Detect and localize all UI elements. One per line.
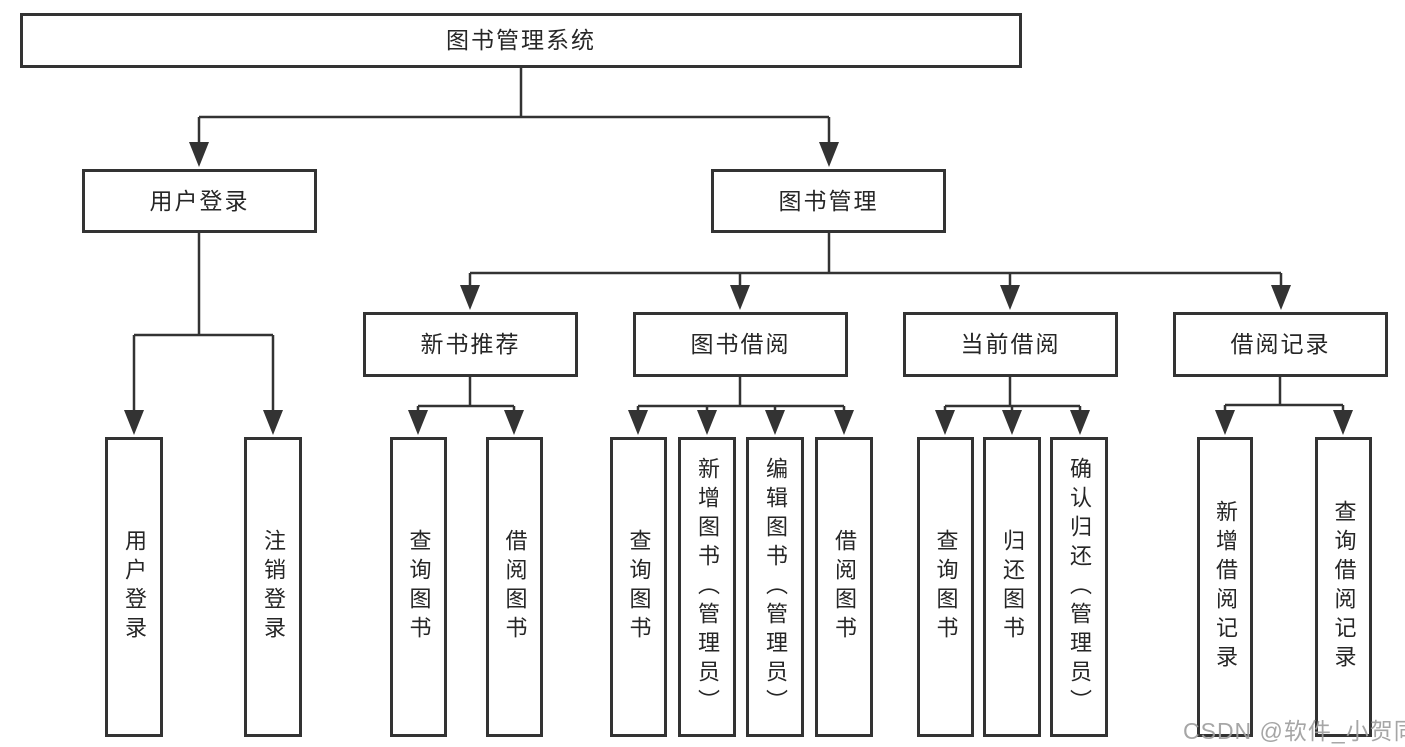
node-book-management: 图书管理 <box>711 169 946 233</box>
node-label: 新增借阅记录 <box>1213 500 1238 674</box>
leaf-user-login: 用户登录 <box>105 437 163 737</box>
leaf-borrow-books-borrowing: 借阅图书 <box>815 437 873 737</box>
node-user-login: 用户登录 <box>82 169 317 233</box>
leaf-confirm-return-admin: 确认归还（管理员） <box>1050 437 1108 737</box>
node-label: 当前借阅 <box>960 331 1061 357</box>
leaf-query-borrow-record: 查询借阅记录 <box>1315 437 1372 737</box>
leaf-logout-login: 注销登录 <box>244 437 302 737</box>
csdn-watermark: CSDN @软件_小贺同学 <box>1183 718 1405 744</box>
node-borrow-records: 借阅记录 <box>1173 312 1388 377</box>
node-label: 归还图书 <box>1000 529 1025 645</box>
node-label: 查询借阅记录 <box>1331 500 1357 674</box>
node-label: 确认归还（管理员） <box>1067 456 1092 718</box>
node-label: 借阅图书 <box>502 529 528 645</box>
node-label: 借阅记录 <box>1230 331 1331 357</box>
node-label: 用户登录 <box>149 187 250 214</box>
node-label: 查询图书 <box>933 529 959 645</box>
node-label: 借阅图书 <box>832 529 857 645</box>
leaf-query-books-recommend: 查询图书 <box>390 437 447 737</box>
leaf-add-borrow-record: 新增借阅记录 <box>1197 437 1253 737</box>
leaf-edit-books-admin: 编辑图书（管理员） <box>746 437 804 737</box>
leaf-return-books: 归还图书 <box>983 437 1041 737</box>
node-label: 查询图书 <box>406 529 432 645</box>
leaf-add-books-admin: 新增图书（管理员） <box>678 437 736 737</box>
node-label: 图书管理 <box>778 187 879 214</box>
node-label: 查询图书 <box>626 529 652 645</box>
node-label: 图书借阅 <box>690 331 791 357</box>
node-current-borrowing: 当前借阅 <box>903 312 1118 377</box>
leaf-query-books-borrowing: 查询图书 <box>610 437 667 737</box>
node-label: 新书推荐 <box>420 331 521 357</box>
node-label: 注销登录 <box>261 529 286 645</box>
node-library-management-system: 图书管理系统 <box>20 13 1022 68</box>
node-book-borrowing: 图书借阅 <box>633 312 848 377</box>
leaf-borrow-books-recommend: 借阅图书 <box>486 437 543 737</box>
node-label: 图书管理系统 <box>446 27 596 53</box>
node-label: 新增图书（管理员） <box>695 456 720 718</box>
node-label: 用户登录 <box>122 529 147 645</box>
node-new-book-recommend: 新书推荐 <box>363 312 578 377</box>
leaf-query-books-current: 查询图书 <box>917 437 974 737</box>
node-label: 编辑图书（管理员） <box>763 456 788 718</box>
